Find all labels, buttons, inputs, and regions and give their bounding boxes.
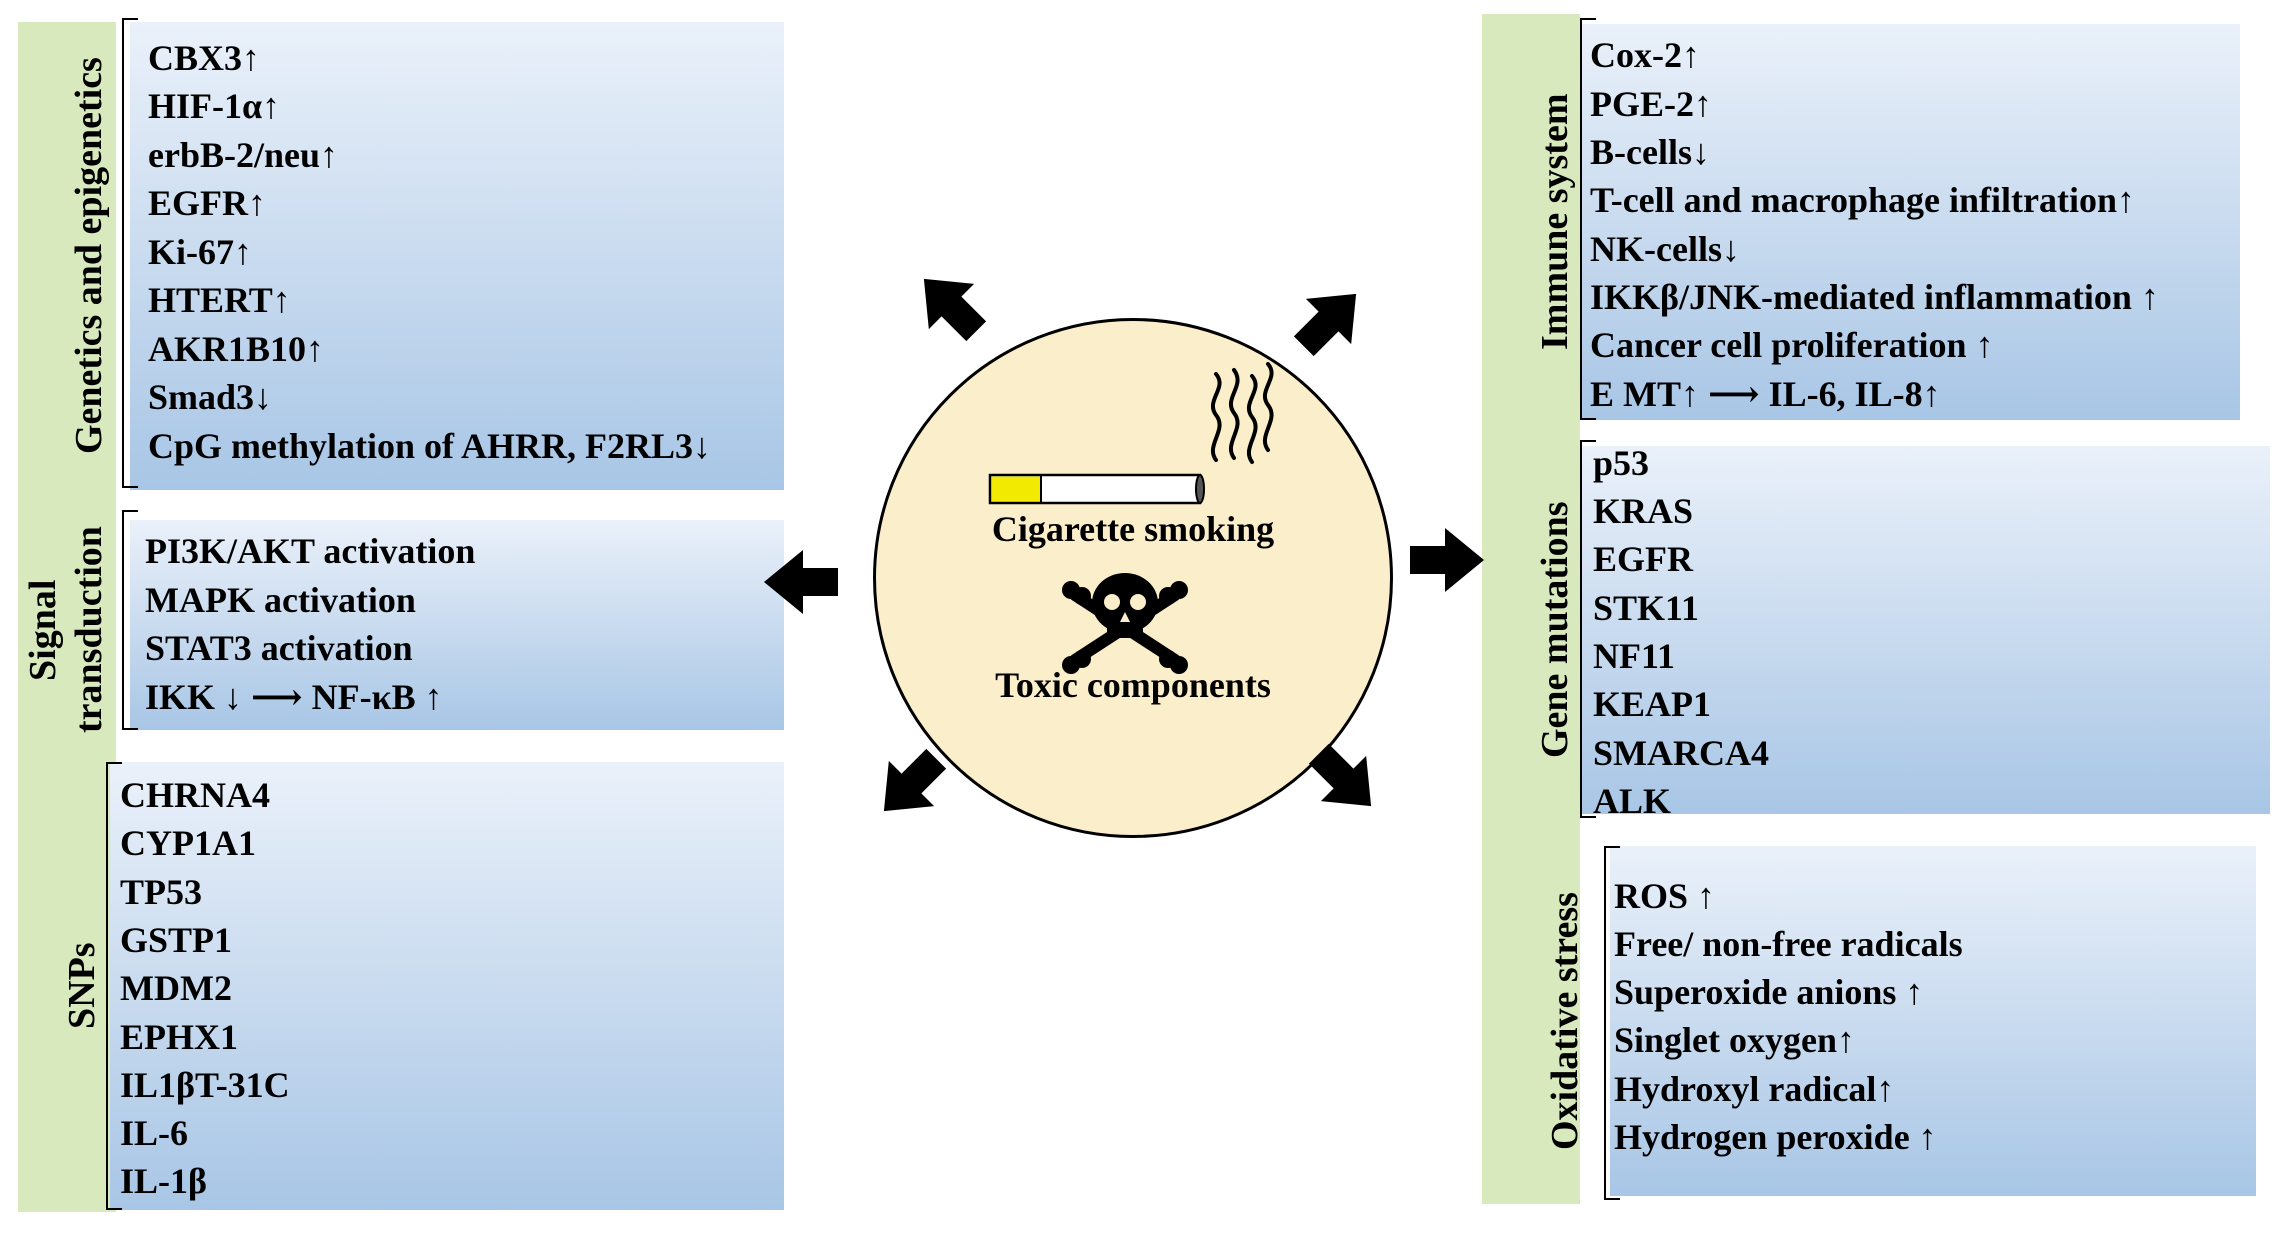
list-item: Hydrogen peroxide ↑ [1614, 1117, 1937, 1157]
list-item: Singlet oxygen↑ [1614, 1020, 1856, 1060]
panel-mutations [1580, 446, 2270, 814]
list-item: Cox-2↑ [1590, 35, 1700, 75]
list-item: KEAP1 [1593, 684, 1712, 724]
list-item: EPHX1 [120, 1017, 239, 1057]
list-item: CYP1A1 [120, 823, 256, 863]
panel-immune [1580, 24, 2240, 420]
list-item: CHRNA4 [120, 775, 270, 815]
list-item: Superoxide anions ↑ [1614, 972, 1924, 1012]
list-item: SMARCA4 [1593, 733, 1769, 773]
list-item: Ki-67↑ [148, 232, 252, 272]
list-item: Smad3↓ [148, 377, 273, 417]
list-item: Hydroxyl radical↑ [1614, 1069, 1895, 1109]
list-item: CBX3↑ [148, 38, 261, 78]
list-item: IL-6 [120, 1113, 189, 1153]
list-item: CpG methylation of AHRR, F2RL3↓ [148, 426, 712, 466]
list-item: STAT3 activation [145, 628, 413, 668]
smoke-icon [1210, 362, 1274, 464]
list-item: TP53 [120, 872, 203, 912]
arrow-down-left [883, 748, 947, 812]
arrow-up-right [1293, 293, 1357, 357]
list-item: IL-1β [120, 1161, 207, 1201]
list-item: AKR1B10↑ [148, 329, 325, 369]
arrow-left [764, 550, 838, 614]
left-green-band [18, 22, 116, 1212]
panel-oxidative [1610, 846, 2256, 1196]
list-item: IKKβ/JNK-mediated inflammation ↑ [1590, 277, 2159, 317]
list-item: Free/ non-free radicals [1614, 924, 1963, 964]
bracket-oxidative [1604, 846, 1620, 1200]
bracket-mutations [1580, 440, 1596, 818]
list-item: E MT↑ ⟶ IL-6, IL-8↑ [1590, 374, 1941, 414]
arrow-up-left [923, 278, 987, 342]
list-item: IL1βT-31C [120, 1065, 290, 1105]
arrow-right [1410, 528, 1484, 592]
bracket-immune [1580, 18, 1596, 420]
list-item: T-cell and macrophage infiltration↑ [1590, 180, 2136, 220]
list-item: KRAS [1593, 491, 1694, 531]
panel-snps [110, 762, 784, 1210]
list-item: IKK ↓ ⟶ NF-κB ↑ [145, 677, 443, 717]
center-label-top: Cigarette smoking [991, 509, 1275, 549]
list-item: B-cells↓ [1590, 132, 1710, 172]
bracket-genetics [122, 18, 138, 488]
list-item: STK11 [1593, 588, 1700, 628]
list-item: EGFR [1593, 539, 1694, 579]
list-item: Cancer cell proliferation ↑ [1590, 325, 1994, 365]
bracket-snps [106, 762, 122, 1210]
list-item: HTERT↑ [148, 280, 291, 320]
cigarette-icon [988, 473, 1205, 505]
list-item: NK-cells↓ [1590, 229, 1740, 269]
skull-crossbones-icon [1062, 573, 1188, 674]
list-item: GSTP1 [120, 920, 233, 960]
panel-signal [130, 520, 784, 730]
list-item: NF11 [1593, 636, 1676, 676]
right-green-band [1482, 14, 1580, 1204]
list-item: PI3K/AKT activation [145, 531, 476, 571]
list-item: erbB-2/neu↑ [148, 135, 339, 175]
list-item: ALK [1593, 781, 1672, 821]
list-item: MDM2 [120, 968, 232, 1008]
list-item: p53 [1593, 443, 1650, 483]
center-label-bottom: Toxic components [995, 665, 1271, 705]
list-item: EGFR↑ [148, 183, 267, 223]
panel-genetics [130, 22, 784, 490]
list-item: MAPK activation [145, 580, 416, 620]
list-item: PGE-2↑ [1590, 84, 1712, 124]
arrow-down-right [1308, 743, 1372, 807]
list-item: HIF-1α↑ [148, 86, 281, 126]
bracket-signal [122, 510, 138, 730]
list-item: ROS ↑ [1614, 876, 1716, 916]
